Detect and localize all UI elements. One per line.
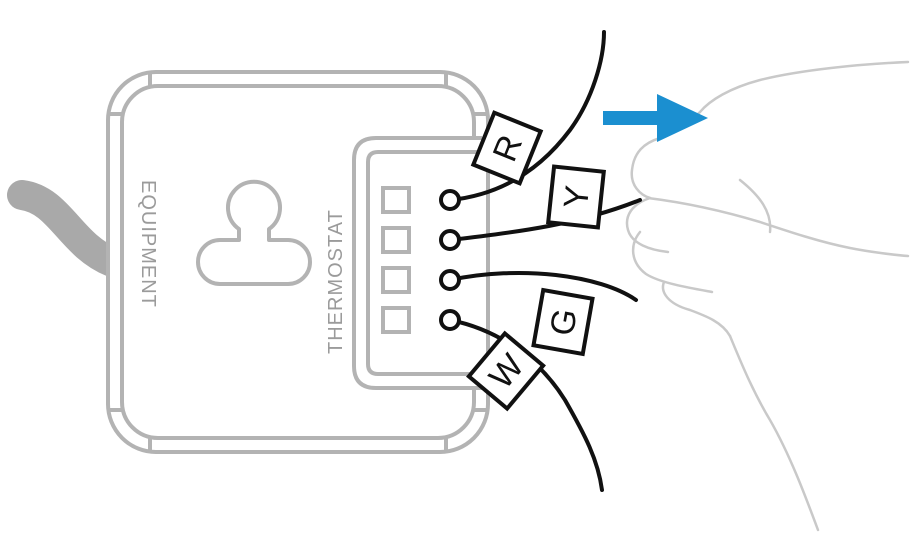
wire-tag-g: G [531, 287, 595, 357]
keyhole-mount [196, 179, 312, 286]
terminal-slot [381, 306, 411, 334]
terminal-slot [381, 266, 411, 294]
terminal-block [352, 136, 482, 390]
wire-tag-y-label: Y [557, 184, 597, 211]
hand [625, 60, 910, 532]
equipment-label: EQUIPMENT [137, 180, 159, 308]
terminal-slot [381, 226, 411, 254]
wire-tag-r: R [470, 110, 544, 186]
terminal-screw-y [439, 229, 461, 251]
wire-g [448, 270, 638, 302]
wire-tag-g-label: G [543, 306, 585, 339]
wire-tag-y: Y [546, 164, 606, 230]
wire-y [448, 198, 642, 242]
terminal-screw-w [439, 309, 461, 331]
wire-tag-w: W [466, 330, 546, 412]
terminal-screw-g [439, 269, 461, 291]
wall-cable [7, 180, 127, 277]
arrow-right-icon [603, 94, 708, 142]
terminal-screws [439, 189, 461, 331]
wire-w [448, 318, 604, 492]
wire-r [448, 30, 606, 202]
terminal-slot [381, 186, 411, 214]
thermostat-label: THERMOSTAT [325, 209, 347, 354]
terminal-screw-r [439, 189, 461, 211]
wires [448, 30, 642, 492]
